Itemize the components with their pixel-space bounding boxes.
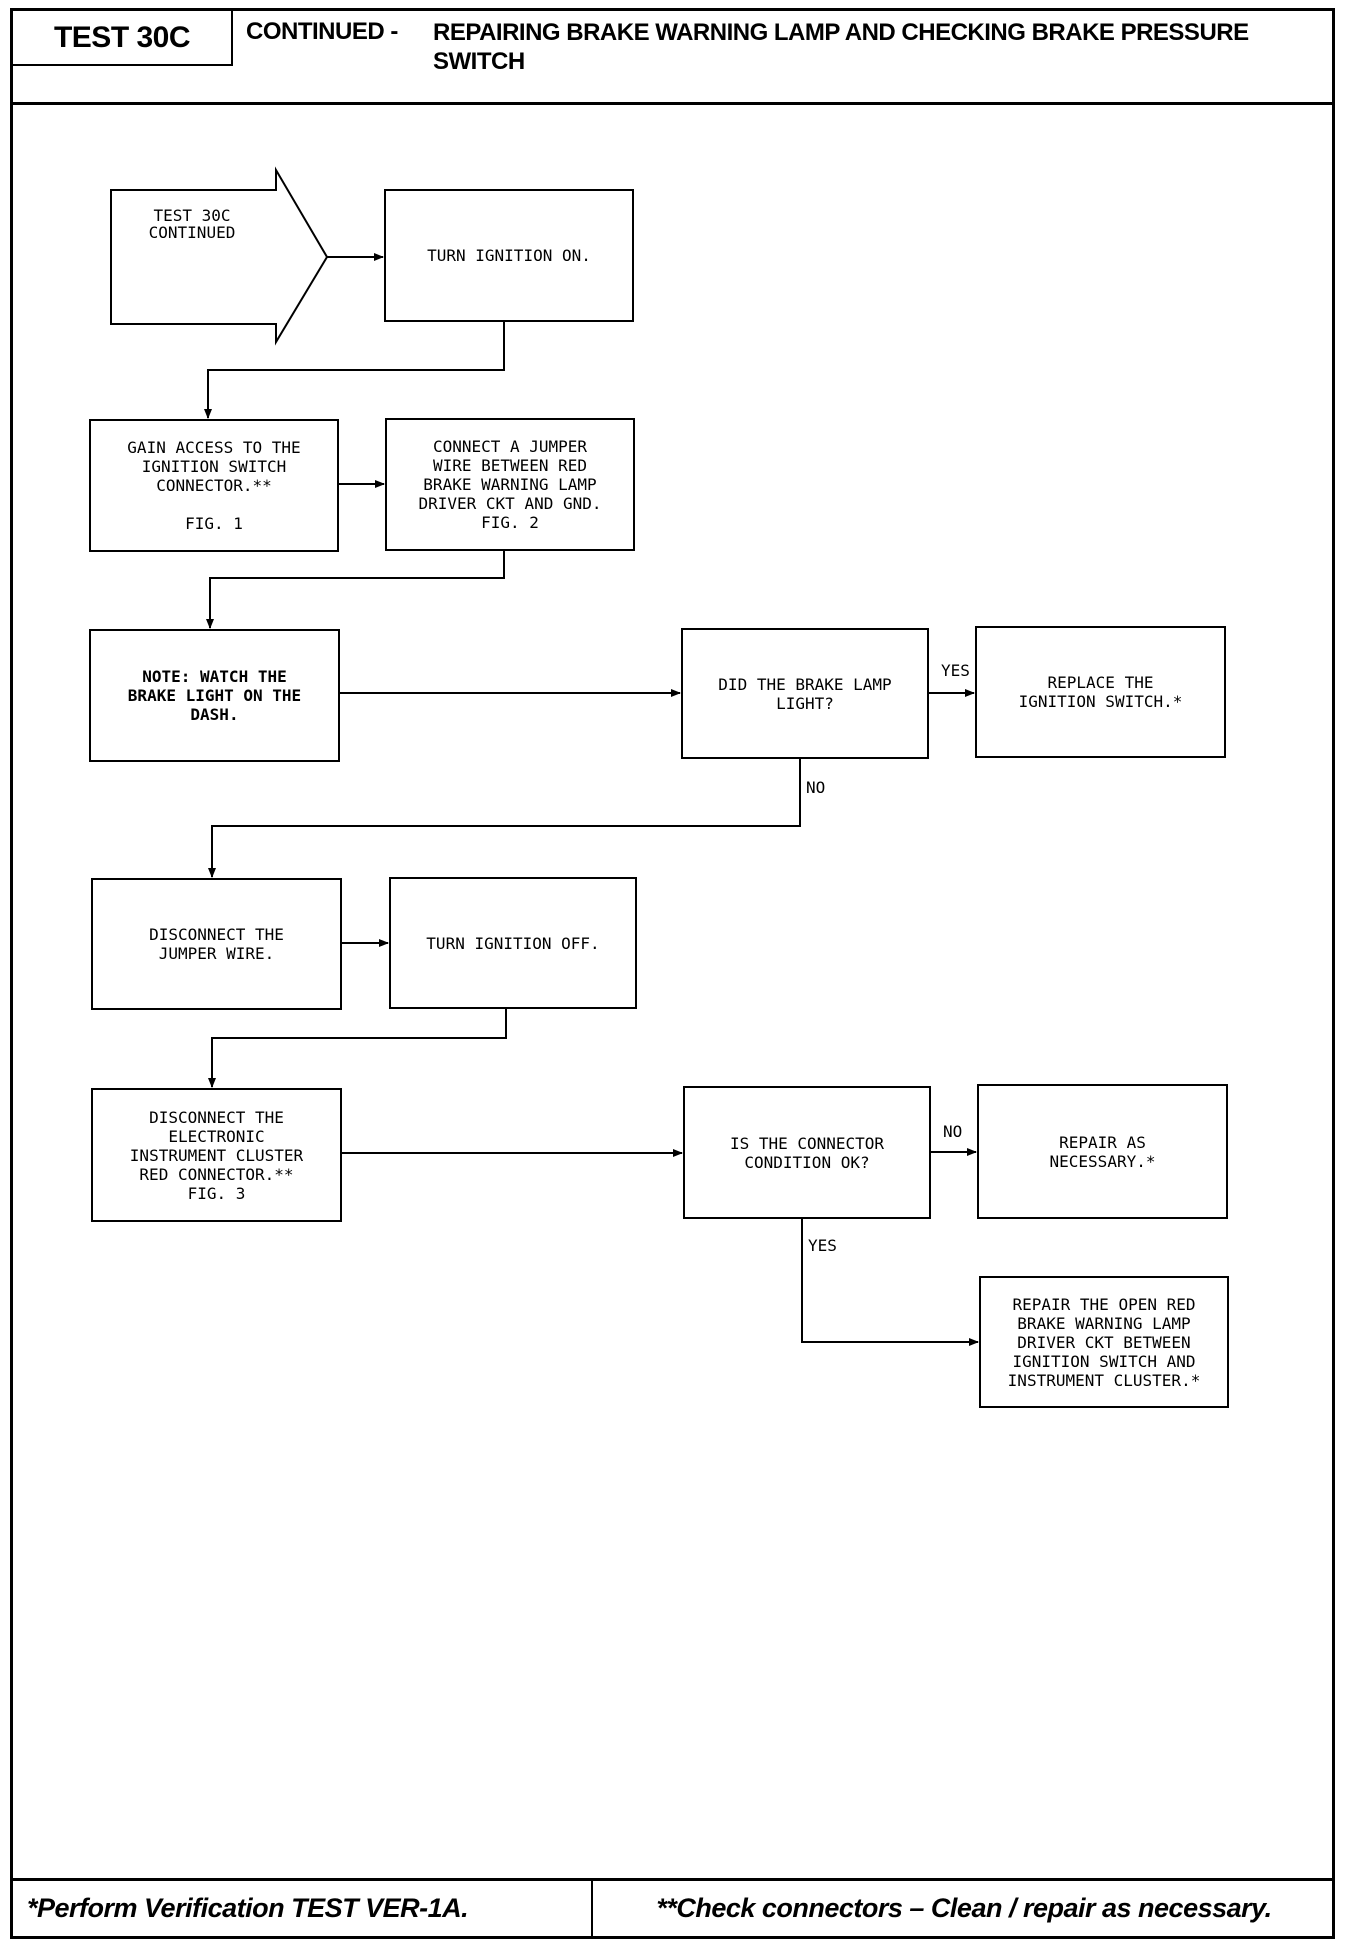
connector-ignition-off-to-cluster xyxy=(208,1009,507,1088)
step-repair-as-necessary: REPAIR AS NECESSARY.* xyxy=(977,1084,1228,1219)
decision-did-brake-lamp-light: DID THE BRAKE LAMP LIGHT? xyxy=(681,628,929,759)
label-yes-lamp: YES xyxy=(941,661,970,680)
footer-connector-note: **Check connectors – Clean / repair as n… xyxy=(656,1893,1272,1923)
connector-ignition-on-to-gain-access xyxy=(204,322,505,419)
step-disconnect-jumper: DISCONNECT THE JUMPER WIRE. xyxy=(91,878,342,1010)
step-note-watch-brake-light: NOTE: WATCH THE BRAKE LIGHT ON THE DASH. xyxy=(89,629,340,762)
label-yes-connector: YES xyxy=(808,1236,837,1255)
step-gain-access: GAIN ACCESS TO THE IGNITION SWITCH CONNE… xyxy=(89,419,339,552)
step-turn-ignition-off: TURN IGNITION OFF. xyxy=(389,877,637,1009)
connector-yes-to-repair-open xyxy=(801,1219,979,1346)
step-turn-ignition-on: TURN IGNITION ON. xyxy=(384,189,634,322)
header-continued: CONTINUED - xyxy=(246,18,398,45)
step-repair-open-circuit: REPAIR THE OPEN RED BRAKE WARNING LAMP D… xyxy=(979,1276,1229,1408)
decision-connector-condition-ok: IS THE CONNECTOR CONDITION OK? xyxy=(683,1086,931,1219)
test-id-label: TEST 30C xyxy=(13,11,233,66)
page-frame: TEST 30C CONTINUED - REPAIRING BRAKE WAR… xyxy=(10,8,1335,1939)
footer-verification-note: *Perform Verification TEST VER-1A. xyxy=(13,1881,593,1936)
step-disconnect-cluster-connector: DISCONNECT THE ELECTRONIC INSTRUMENT CLU… xyxy=(91,1088,342,1222)
page-header: TEST 30C CONTINUED - REPAIRING BRAKE WAR… xyxy=(13,11,1332,105)
label-no-lamp: NO xyxy=(806,778,826,797)
page-title: REPAIRING BRAKE WARNING LAMP AND CHECKIN… xyxy=(433,19,1249,75)
step-replace-ignition-switch: REPLACE THE IGNITION SWITCH.* xyxy=(975,626,1226,758)
start-label: TEST 30C CONTINUED xyxy=(148,206,236,242)
label-no-connector: NO xyxy=(943,1122,963,1141)
start-arrow-shape xyxy=(110,166,329,346)
step-connect-jumper: CONNECT A JUMPER WIRE BETWEEN RED BRAKE … xyxy=(385,418,635,551)
connector-jumper-to-note xyxy=(206,549,505,629)
page-footer: *Perform Verification TEST VER-1A. **Che… xyxy=(13,1878,1332,1936)
connector-no-to-disconnect-jumper xyxy=(208,759,801,878)
